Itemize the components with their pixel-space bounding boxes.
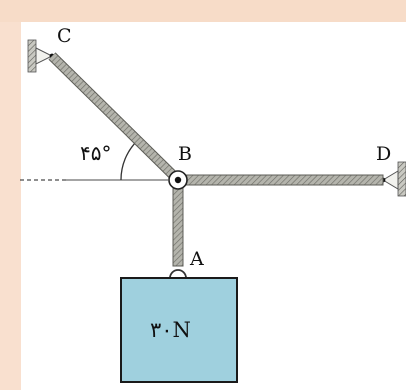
- angle-label: ۴۵°: [80, 141, 112, 165]
- wall-c: [27, 39, 55, 73]
- weight-label: ۳۰N: [150, 318, 191, 342]
- joint-b: [168, 170, 188, 190]
- label-c: C: [57, 25, 72, 47]
- hook-a: [169, 269, 187, 279]
- label-b: B: [178, 143, 192, 165]
- rope-bd: [177, 174, 384, 186]
- angle-arc: [120, 140, 138, 181]
- weight-box: [120, 277, 238, 383]
- wall-d: [380, 161, 406, 197]
- label-a: A: [190, 248, 204, 270]
- label-d: D: [376, 143, 392, 165]
- top-margin-strip: [0, 0, 406, 22]
- rope-ba: [172, 179, 184, 267]
